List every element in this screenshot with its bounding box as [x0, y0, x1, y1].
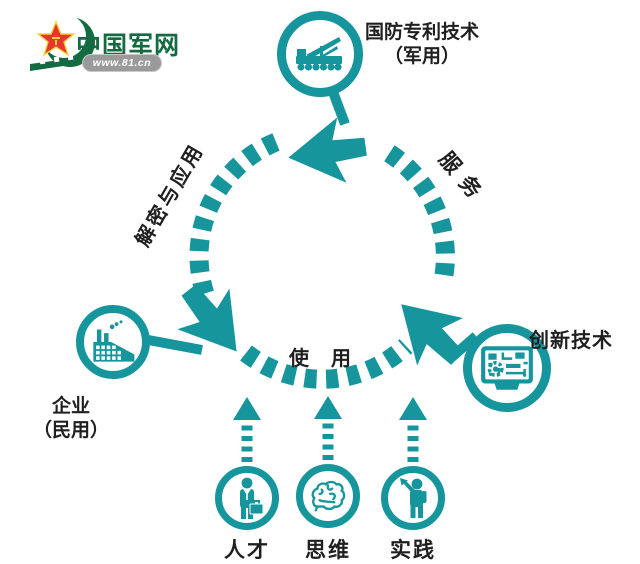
stem-enterprise	[142, 334, 203, 355]
dashed-arc-declassify	[189, 133, 280, 297]
defense-label-line2: （军用）	[383, 46, 460, 67]
innovation-label: 创新技术	[529, 330, 613, 352]
dashed-arc-service	[383, 145, 455, 277]
input-arrowhead-talent	[233, 397, 261, 420]
factory-icon	[93, 320, 135, 362]
thinking-label: 思维	[305, 539, 351, 562]
enterprise-label: 企业 （民用）	[33, 395, 109, 443]
node-defense-circle	[277, 11, 363, 97]
node-innovation-circle	[463, 324, 551, 412]
node-enterprise-circle	[76, 305, 150, 379]
defense-label: 国防专利技术 （军用）	[352, 21, 492, 69]
use-label: 使用	[289, 348, 373, 370]
input-circle-thinking	[296, 464, 360, 528]
brain-icon	[311, 480, 346, 512]
logo-url-text: www.81.cn	[92, 57, 152, 69]
cycle-arrow-left	[177, 284, 237, 352]
defense-label-line1: 国防专利技术	[364, 22, 479, 43]
input-circle-practice	[381, 466, 445, 530]
missile-truck-icon	[296, 37, 342, 71]
businessman-icon	[240, 477, 264, 519]
practice-label: 实践	[390, 539, 436, 562]
person-with-flag-icon	[400, 478, 427, 518]
cycle-arrow-right	[401, 304, 464, 366]
talent-label: 人才	[224, 539, 270, 562]
stem-defense	[328, 90, 350, 126]
cycle-arrow-top	[288, 117, 367, 183]
army-emblem-icon	[30, 14, 95, 71]
enterprise-label-line1: 企业	[51, 396, 90, 417]
dashed-arc-use	[240, 338, 413, 389]
logo-url-badge: www.81.cn	[82, 54, 162, 72]
input-arrowhead-thinking	[314, 396, 342, 419]
input-circle-talent	[215, 466, 279, 530]
site-logo: 中国军网 www.81.cn	[28, 14, 228, 76]
circuit-board-icon	[481, 346, 533, 390]
input-arrowhead-practice	[399, 397, 427, 420]
enterprise-label-line2: （民用）	[33, 420, 110, 441]
